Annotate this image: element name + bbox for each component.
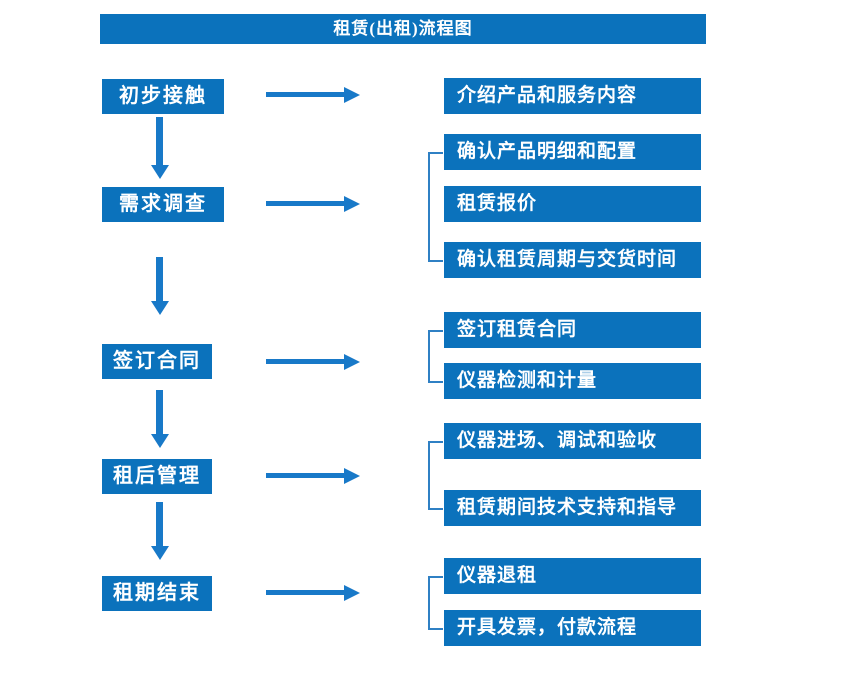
bracket [428,576,443,578]
detail-box: 开具发票，付款流程 [444,610,701,646]
step-box-sign-contract: 签订合同 [102,344,212,379]
bracket [428,441,430,510]
bracket [428,260,443,262]
detail-box: 仪器检测和计量 [444,363,701,399]
detail-box: 签订租赁合同 [444,312,701,348]
right-arrow-icon [266,354,360,370]
right-arrow-icon [266,196,360,212]
right-arrow-icon [266,87,360,103]
detail-box: 介绍产品和服务内容 [444,78,701,114]
bracket [428,381,443,383]
detail-box: 仪器进场、调试和验收 [444,423,701,459]
step-box-post-rental: 租后管理 [102,459,212,494]
detail-box: 租赁报价 [444,186,701,222]
flowchart-title: 租赁(出租)流程图 [100,14,706,44]
bracket [428,330,443,332]
step-box-rental-end: 租期结束 [102,576,212,611]
step-box-demand-survey: 需求调查 [102,187,224,222]
detail-box: 确认产品明细和配置 [444,134,701,170]
bracket [428,152,430,262]
bracket [428,576,430,630]
detail-box: 仪器退租 [444,558,701,594]
right-arrow-icon [266,585,360,601]
down-arrow-icon [151,257,169,315]
step-box-initial-contact: 初步接触 [102,79,224,114]
detail-box: 确认租赁周期与交货时间 [444,242,701,278]
bracket [428,628,443,630]
bracket [428,508,443,510]
detail-box: 租赁期间技术支持和指导 [444,490,701,526]
down-arrow-icon [151,117,169,179]
bracket [428,330,430,383]
down-arrow-icon [151,390,169,448]
bracket [428,152,443,154]
down-arrow-icon [151,502,169,560]
bracket [428,441,443,443]
right-arrow-icon [266,468,360,484]
